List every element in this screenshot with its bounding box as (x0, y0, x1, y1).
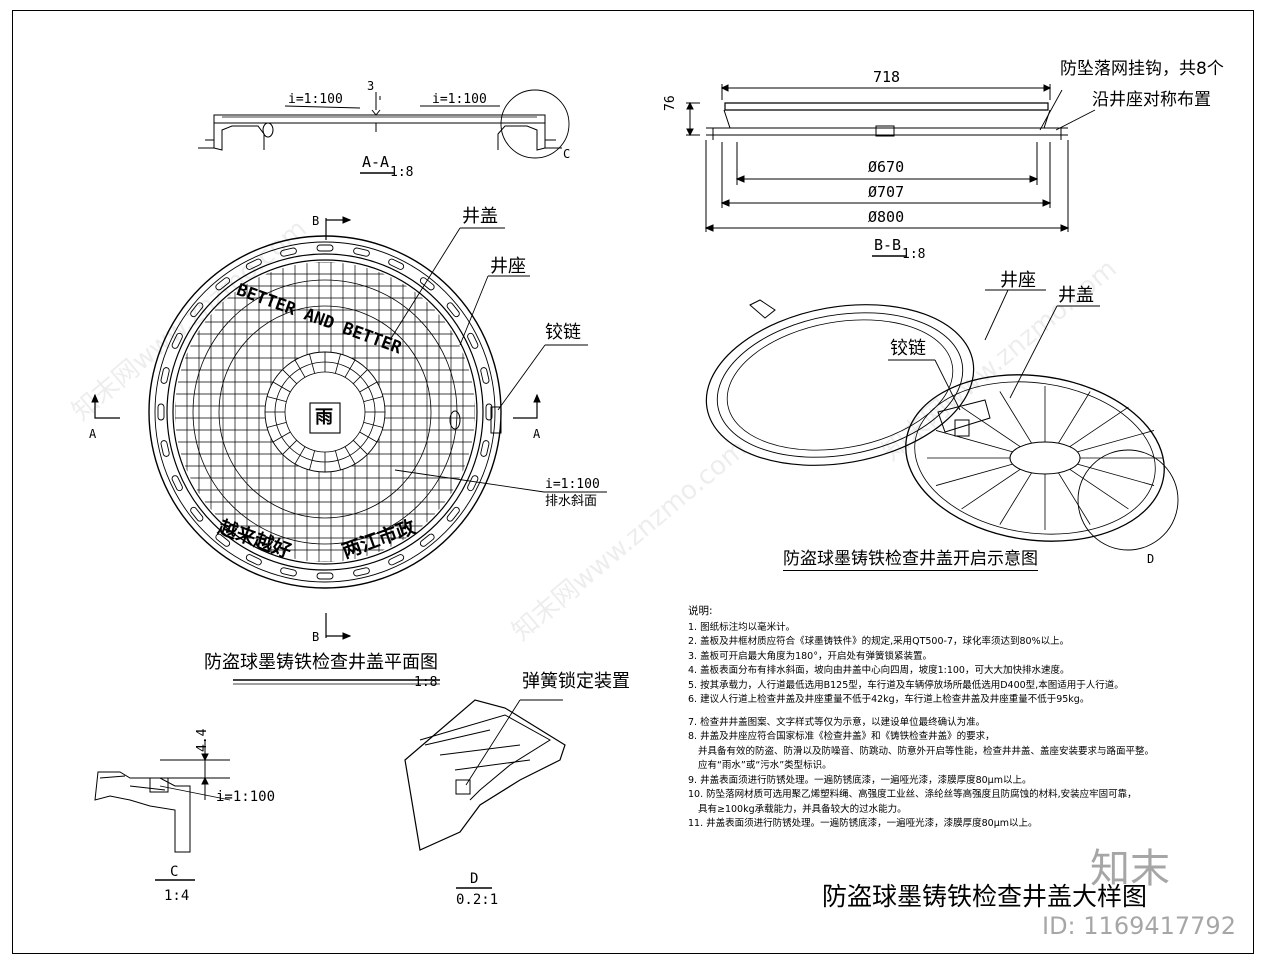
cover-edge (172, 259, 478, 565)
note-item: 并具备有效的防盗、防滑以及防噪音、防跳动、防意外开启等性能，检查井井盖、盖座安装… (698, 745, 1155, 757)
section-aa (198, 89, 570, 174)
open-cover-label: 井盖 (1058, 285, 1094, 306)
bb-dia2: Ø707 (868, 183, 905, 201)
note-item: 5. 按其承载力，人行道最低选用B125型，车行道及车辆停放场所最低选用D400… (688, 679, 1124, 691)
open-view-title: 防盗球墨铸铁检查井盖开启示意图 (783, 549, 1038, 571)
plan-title: 防盗球墨铸铁检查井盖平面图 (204, 652, 438, 673)
note-item: 11. 井盖表面须进行防锈处理。一遍防锈底漆，一遍哑光漆，漆膜厚度80μm以上。 (688, 818, 1038, 829)
center-rays (265, 352, 385, 472)
bb-scale: 1:8 (902, 247, 926, 262)
bb-note-line2: 沿井座对称布置 (1092, 90, 1211, 110)
plan-seat-label: 井座 (490, 256, 526, 277)
aa-scale: 1:8 (390, 165, 414, 180)
open-view (705, 289, 1179, 551)
c-label: C (170, 864, 179, 880)
note-item: 2. 盖板及井框材质应符合《球墨铸铁件》的规定,采用QT500-7，球化率须达到… (688, 636, 1070, 647)
note-item: 9. 井盖表面须进行防锈处理。一遍防锈底漆，一遍哑光漆，漆膜厚度80μm以上。 (688, 774, 1032, 786)
c-dim: 4.4 (195, 728, 210, 752)
open-cover-ribs (927, 386, 1163, 530)
d-label: D (470, 871, 479, 887)
aa-label: A-A (362, 153, 390, 171)
brand-id: ID: 1169417792 (1042, 912, 1236, 940)
detail-d (404, 699, 566, 889)
aa-slope-right: i=1:100 (432, 92, 487, 107)
open-seat-label: 井座 (1000, 270, 1036, 291)
note-item: 6. 建议人行道上检查井盖及井座重量不低于42kg，车行道上检查井盖及井座重量不… (688, 694, 1090, 705)
cut-a-left: A (89, 427, 97, 441)
section-bb (686, 84, 1096, 257)
aa-detail-callout: C (563, 147, 571, 161)
cover-plan (91, 216, 607, 685)
plan-slope: i=1:100 (545, 477, 600, 492)
bb-height: 76 (663, 95, 678, 111)
c-slope: i=1:100 (216, 789, 276, 805)
bb-note-line1: 防坠落网挂钩，共8个 (1060, 59, 1224, 79)
sheet-title: 防盗球墨铸铁检查井盖大样图 (822, 882, 1148, 911)
plan-hinge-label: 铰链 (545, 322, 581, 343)
plan-cover-label: 井盖 (462, 206, 498, 227)
notes-heading: 说明: (688, 605, 713, 617)
note-item: 10. 防坠落网材质可选用聚乙烯塑料绳、高强度工业丝、涤纶丝等高强度且防腐蚀的材… (688, 789, 1137, 800)
note-item: 7. 检查井井盖图案、文字样式等仅为示意，以建设单位最终确认为准。 (688, 716, 986, 728)
note-item: 4. 盖板表面分布有排水斜面，坡向由井盖中心向四周，坡度1:100，可大大加快排… (688, 665, 1070, 676)
bb-dia1: Ø670 (868, 158, 905, 176)
bb-width: 718 (873, 68, 901, 86)
c-scale: 1:4 (164, 888, 190, 904)
bb-label: B-B (874, 236, 902, 254)
drawing-frame (12, 10, 1254, 954)
note-item: 应有“雨水”或“污水”类型标识。 (698, 760, 832, 771)
open-cover (905, 374, 1165, 542)
open-seat-outer (705, 304, 975, 466)
brand-logo: 知末 (1090, 846, 1170, 892)
note-item: 3. 盖板可开启最大角度为180°，开启处有弹簧锁紧装置。 (688, 650, 932, 662)
plan-center-glyph: 雨 (315, 407, 333, 428)
cut-a-right: A (533, 427, 541, 441)
note-item: 8. 井盖及井座应符合国家标准《检查井盖》和《铸铁检查井盖》的要求， (688, 731, 995, 742)
plan-scale: 1:8 (414, 675, 438, 690)
design-notes: 说明: 1. 图纸标注均以毫米计。 2. 盖板及井框材质应符合《球墨铸铁件》的规… (688, 604, 1260, 832)
open-detail-callout: D (1147, 552, 1155, 566)
note-item: 具有≥100kg承载能力，并具备较大的过水能力。 (698, 803, 907, 815)
aa-slope-left: i=1:100 (288, 92, 343, 107)
d-scale: 0.2:1 (456, 892, 499, 908)
d-spring-label: 弹簧锁定装置 (522, 671, 630, 692)
note-item: 1. 图纸标注均以毫米计。 (688, 621, 796, 633)
open-hinge-label: 铰链 (890, 338, 926, 359)
bb-dia3: Ø800 (868, 208, 905, 226)
detail-c (94, 740, 231, 881)
cut-b-top: B (312, 214, 320, 228)
aa-depth: 3 (367, 79, 375, 93)
plan-slope-note: 排水斜面 (545, 494, 598, 509)
seat-slots (157, 244, 493, 580)
cut-b-bottom: B (312, 630, 320, 644)
